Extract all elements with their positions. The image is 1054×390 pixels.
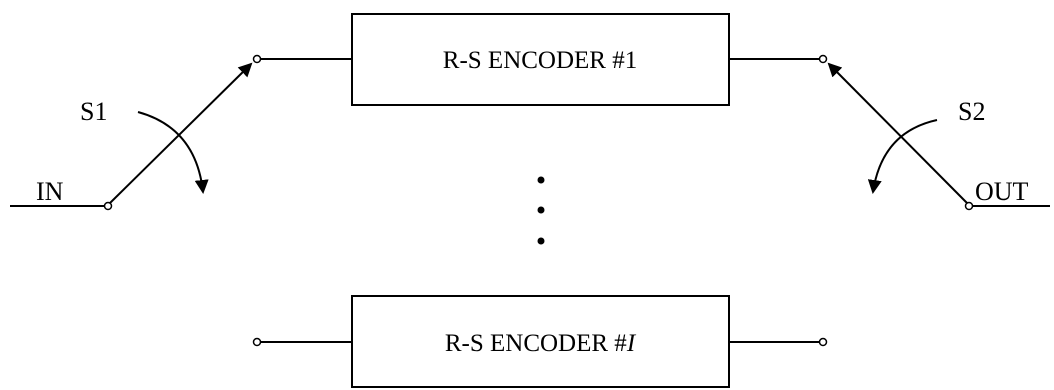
s1-rotation-arrow [137,111,209,194]
output-label: OUT [975,177,1029,206]
input-label: IN [36,177,64,206]
ellipsis-dot-2 [537,206,545,214]
s1-label: S1 [80,97,107,126]
s1-pivot-terminal [103,201,113,211]
s2-rotation-arrow [867,119,938,194]
s1-switch-arm [109,62,253,204]
s1-bottom-terminal [252,337,262,347]
s2-switch-arm [827,62,968,204]
encoder-1-label: R-S ENCODER #1 [443,47,637,74]
ellipsis-dot-1 [537,176,545,184]
s2-label: S2 [958,97,985,126]
s2-top-terminal [818,54,828,64]
s2-bottom-terminal [818,337,828,347]
encoder-i-label: R-S ENCODER #I [445,330,637,357]
ellipsis-dot-3 [537,237,545,245]
s1-top-terminal [252,54,262,64]
s2-pivot-terminal [964,201,974,211]
